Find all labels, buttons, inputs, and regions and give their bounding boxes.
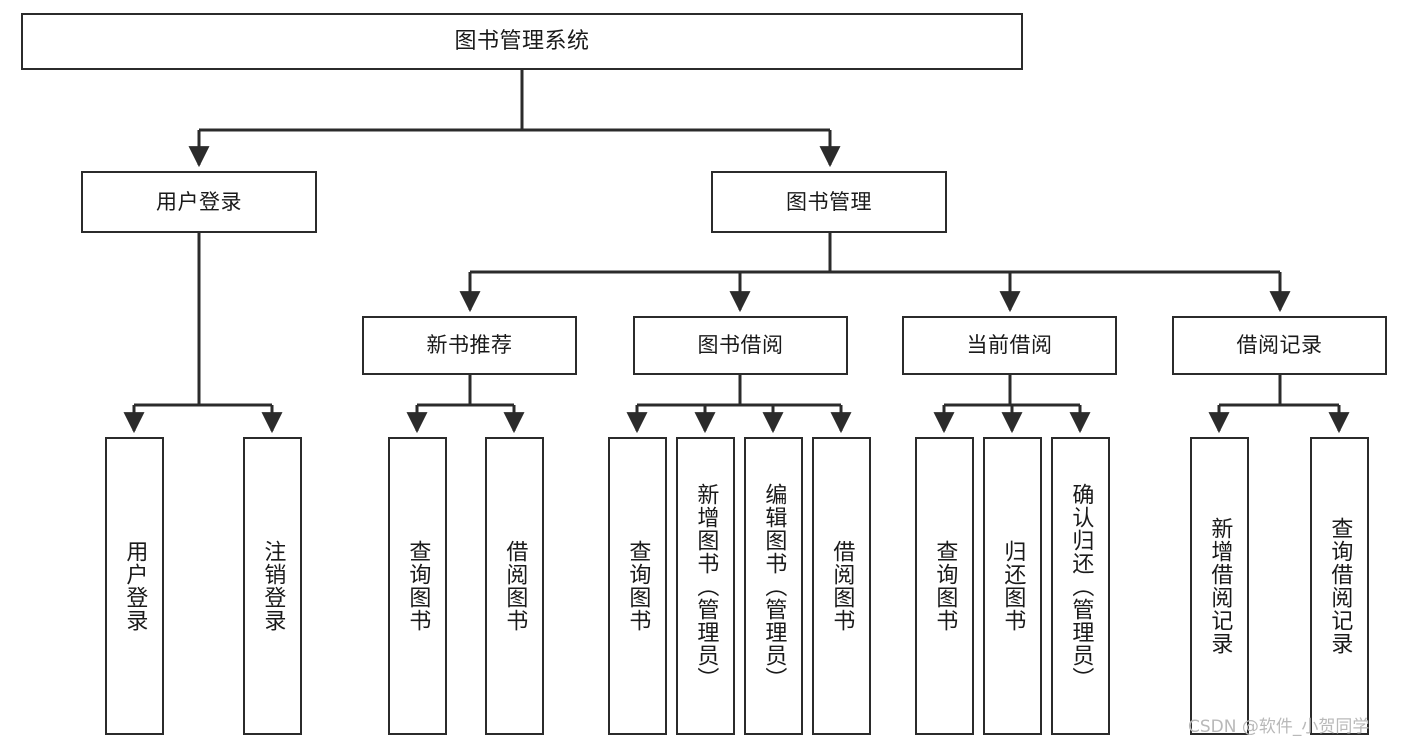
node-book-management[interactable]: 图书管理	[711, 171, 947, 233]
leaf-return-book-label: 归还图书	[1000, 540, 1026, 632]
leaf-logout[interactable]: 注销登录	[243, 437, 302, 735]
leaf-query-book-borrow[interactable]: 查询图书	[608, 437, 667, 735]
node-user-login-label: 用户登录	[156, 189, 242, 214]
node-current-borrow[interactable]: 当前借阅	[902, 316, 1117, 375]
leaf-edit-book-admin[interactable]: 编辑图书（管理员）	[744, 437, 803, 735]
leaf-add-borrow-record[interactable]: 新增借阅记录	[1190, 437, 1249, 735]
leaf-user-login-label: 用户登录	[122, 540, 148, 632]
leaf-query-book-current-label: 查询图书	[932, 540, 958, 632]
watermark: CSDN @软件_小贺同学	[1188, 717, 1370, 737]
node-current-borrow-label: 当前借阅	[966, 333, 1053, 358]
leaf-add-book-admin[interactable]: 新增图书（管理员）	[676, 437, 735, 735]
node-new-book-recommend[interactable]: 新书推荐	[362, 316, 577, 375]
node-root[interactable]: 图书管理系统	[21, 13, 1023, 70]
node-new-book-recommend-label: 新书推荐	[426, 333, 513, 358]
leaf-borrow-book-recommend[interactable]: 借阅图书	[485, 437, 544, 735]
leaf-logout-label: 注销登录	[260, 540, 286, 632]
node-borrow-record[interactable]: 借阅记录	[1172, 316, 1387, 375]
leaf-query-book-borrow-label: 查询图书	[625, 540, 651, 632]
leaf-query-book-current[interactable]: 查询图书	[915, 437, 974, 735]
leaf-return-book[interactable]: 归还图书	[983, 437, 1042, 735]
leaf-add-book-admin-label: 新增图书（管理员）	[693, 482, 719, 690]
node-user-login[interactable]: 用户登录	[81, 171, 317, 233]
leaf-confirm-return-admin-label: 确认归还（管理员）	[1068, 482, 1094, 690]
leaf-query-borrow-record[interactable]: 查询借阅记录	[1310, 437, 1369, 735]
node-book-management-label: 图书管理	[786, 189, 872, 214]
leaf-query-book-recommend[interactable]: 查询图书	[388, 437, 447, 735]
node-book-borrow-label: 图书借阅	[697, 333, 784, 358]
node-book-borrow[interactable]: 图书借阅	[633, 316, 848, 375]
leaf-query-book-recommend-label: 查询图书	[405, 540, 431, 632]
node-root-label: 图书管理系统	[454, 28, 590, 54]
leaf-edit-book-admin-label: 编辑图书（管理员）	[761, 482, 787, 690]
leaf-query-borrow-record-label: 查询借阅记录	[1327, 517, 1353, 655]
leaf-confirm-return-admin[interactable]: 确认归还（管理员）	[1051, 437, 1110, 735]
node-borrow-record-label: 借阅记录	[1236, 333, 1323, 358]
leaf-borrow-book-label: 借阅图书	[829, 540, 855, 632]
leaf-user-login[interactable]: 用户登录	[105, 437, 164, 735]
leaf-borrow-book-recommend-label: 借阅图书	[502, 540, 528, 632]
leaf-add-borrow-record-label: 新增借阅记录	[1207, 517, 1233, 655]
leaf-borrow-book[interactable]: 借阅图书	[812, 437, 871, 735]
